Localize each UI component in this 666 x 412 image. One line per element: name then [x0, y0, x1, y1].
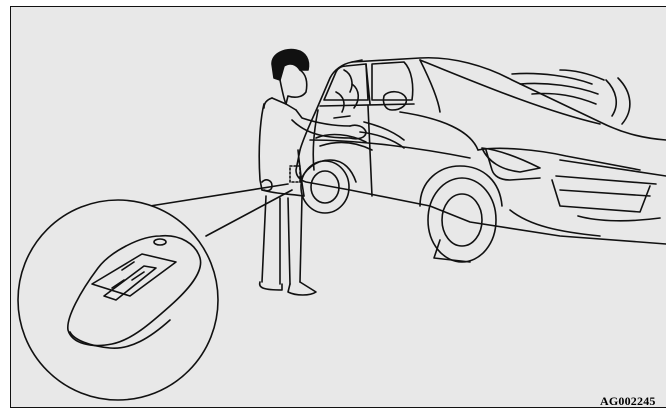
car: [296, 58, 666, 262]
figure-code: AG002245: [600, 394, 656, 409]
person: [259, 50, 366, 295]
key-fob-callout: [18, 184, 292, 400]
